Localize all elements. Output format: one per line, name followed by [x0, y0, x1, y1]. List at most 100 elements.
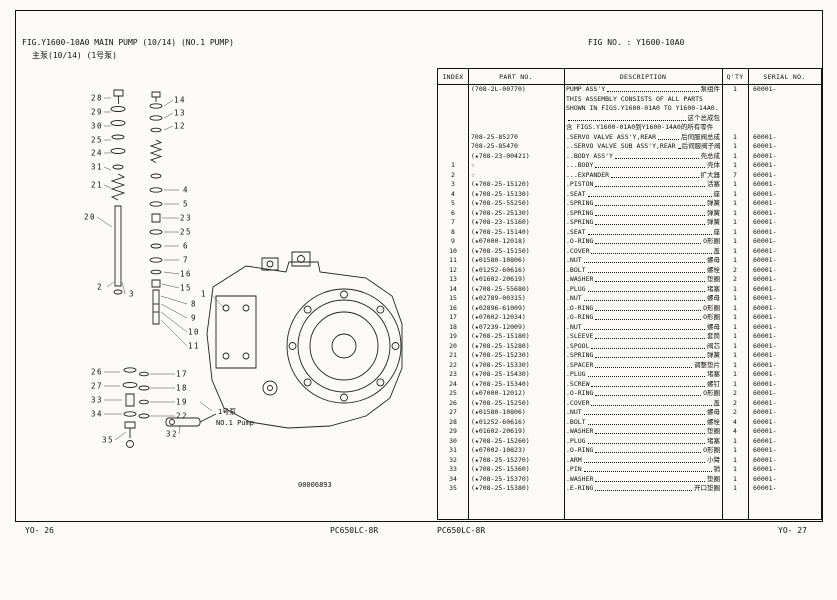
cell-index: 25: [449, 389, 457, 397]
callout-number: 28: [91, 94, 103, 103]
callout-leader-line: [107, 282, 114, 287]
cell-index: 30: [449, 436, 457, 445]
dot-leader: [595, 315, 702, 321]
callout-number: 27: [91, 382, 103, 391]
description-en: .PIN: [566, 465, 582, 473]
cell-part-no: (★02789-00315): [471, 294, 526, 302]
cell-part-no: (★708-25-25130): [471, 208, 530, 217]
description-en: THIS ASSEMBLY CONSISTS OF ALL PARTS: [566, 94, 703, 103]
dot-leader: [595, 163, 705, 169]
description-en: .BOLT: [566, 265, 586, 274]
cell-serial-no: 60001-: [753, 170, 777, 179]
description-cn: 螺母: [707, 256, 720, 264]
cell-serial-no: 60001-: [753, 332, 777, 340]
description-en: .SPOOL: [566, 341, 590, 350]
cell-part-no: ☆: [471, 170, 475, 179]
callout-number: 35: [102, 436, 114, 445]
cell-qty: 1: [733, 351, 737, 359]
description-cn: 堵塞: [707, 284, 720, 293]
callout-number: 11: [188, 342, 200, 351]
cell-serial-no: 60001-: [753, 199, 777, 207]
description-cn: 垫圈: [707, 275, 720, 283]
dot-leader: [587, 439, 705, 444]
callout-leader-line: [162, 284, 179, 288]
col-header-index: INDEX: [442, 72, 464, 81]
description-en: .O-RING: [566, 446, 594, 454]
cell-part-no: 708-25-85270: [471, 132, 518, 141]
description-en: .SPACER: [566, 360, 594, 369]
table-row: 这个总成包: [438, 114, 821, 124]
cell-qty: 4: [733, 427, 737, 435]
cell-index: 27: [449, 408, 457, 416]
dot-leader: [595, 486, 692, 492]
callout-number: 14: [174, 96, 186, 105]
cell-qty: 1: [733, 341, 737, 350]
cell-qty: 1: [733, 180, 737, 188]
description-en: .SEAT: [566, 227, 586, 236]
cell-description: SHOWN IN FIGS.Y1600-01A0 TO Y1600-14A0.: [564, 104, 722, 114]
table-row: 含 FIGS.Y1600-01A0到Y1600-14A0的所有零件: [438, 123, 821, 133]
dot-leader: [583, 467, 712, 473]
cell-index: 18: [449, 322, 457, 331]
description-en: ...EXPANDER: [566, 170, 610, 179]
col-header-desc: DESCRIPTION: [619, 72, 667, 81]
description-en: .PLUG: [566, 284, 586, 293]
exploded-view-diagram: 2829302524312120231413124523256716158910…: [84, 82, 438, 512]
description-en: .SLEEVE: [566, 332, 594, 340]
description-cn: 堵塞: [707, 436, 720, 445]
cell-part-no: (★708-23-00421): [471, 151, 530, 160]
callout-number: 20: [84, 213, 96, 222]
cell-part-no: (★07000-12012): [471, 389, 526, 397]
callout-number: 23: [180, 214, 192, 223]
cell-qty: 2: [733, 265, 737, 274]
cell-serial-no: 60001-: [753, 370, 777, 378]
description-en: .PISTON: [566, 180, 594, 188]
col-header-serial: SERIAL NO.: [763, 72, 806, 81]
dot-leader: [607, 87, 699, 93]
cell-qty: 1: [733, 85, 737, 93]
cell-index: 34: [449, 474, 457, 483]
pump-body: [166, 252, 402, 428]
dot-leader: [587, 372, 705, 378]
cell-serial-no: 60001-: [753, 237, 777, 245]
description-cn: 套筒: [707, 332, 720, 340]
description-cn: O形圈: [703, 303, 720, 312]
description-cn: 扩大器: [700, 170, 721, 179]
cell-qty: 1: [733, 199, 737, 207]
dot-leader: [595, 277, 705, 283]
callout-leader-line: [164, 113, 173, 118]
doc-number: 00006893: [298, 481, 332, 489]
description-en: PUMP ASS'Y: [566, 85, 606, 93]
cell-part-no: (★01580-10806): [471, 408, 526, 416]
cell-index: 32: [449, 455, 457, 464]
cell-part-no: (★708-25-55250): [471, 199, 530, 207]
cell-index: 10: [449, 246, 457, 255]
cell-serial-no: 60001-: [753, 275, 777, 283]
description-en: .E-RING: [566, 484, 594, 492]
cell-qty: 1: [733, 484, 737, 492]
description-en: .PLUG: [566, 436, 586, 445]
table-row: SHOWN IN FIGS.Y1600-01A0 TO Y1600-14A0.: [438, 104, 821, 114]
cell-qty: 1: [733, 360, 737, 369]
callout-leader-line: [104, 185, 111, 188]
dot-leader: [595, 220, 705, 226]
callout-number: 22: [176, 412, 188, 421]
dot-leader: [595, 429, 705, 435]
